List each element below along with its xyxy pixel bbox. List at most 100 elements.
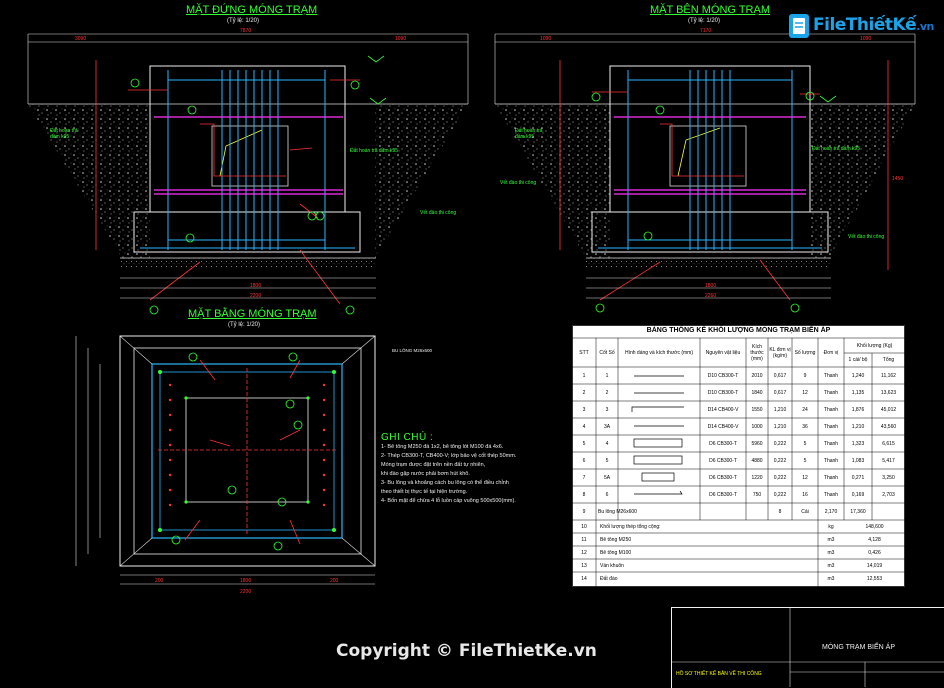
table-cell: m3 (827, 536, 835, 543)
table-cell: kg (828, 523, 834, 530)
svg-text:Vết đào thi công: Vết đào thi công (500, 180, 536, 186)
table-cell: Thanh (823, 372, 839, 379)
table-cell: 1550 (751, 406, 763, 413)
table-cell: 14 (581, 575, 587, 582)
table-cell: Thanh (823, 491, 839, 498)
table-cell: D10 CB300-T (707, 372, 739, 379)
table-cell: 5 (803, 440, 807, 447)
table-cell: Bu lông M26x600 (598, 508, 637, 515)
table-cell: Bê tông M100 (600, 549, 632, 556)
table-cell: 15 (581, 589, 587, 596)
table-cell: 1,876 (851, 406, 865, 413)
title-block-frame (671, 607, 944, 688)
note-line: 1- Bê tông M250 đá 1x2, bê tông lót M100… (381, 444, 504, 450)
svg-text:Vết đào thi công: Vết đào thi công (420, 210, 456, 216)
table-cell: 0,222 (773, 457, 787, 464)
svg-text:Đất hoàn trả: Đất hoàn trả (515, 128, 543, 134)
table-cell: 2,703 (882, 491, 895, 498)
svg-text:3090: 3090 (75, 36, 86, 42)
material-table: BẢNG THỐNG KÊ KHỐI LƯỢNG MÓNG TRẠM BIẾN … (572, 325, 905, 596)
svg-text:1800: 1800 (240, 578, 251, 584)
note-line: theo thiết bị thực tế tại hiện trường. (381, 489, 468, 495)
table-cell: 148,600 (865, 523, 884, 530)
table-cell: 5 (803, 457, 807, 464)
table-cell: 5 (605, 457, 609, 464)
table-cell: 10 (581, 523, 587, 530)
svg-text:Đất hoàn trả đầm k95: Đất hoàn trả đầm k95 (812, 146, 860, 152)
note-line: 2- Thép CB300-T, CB400-V; lớp bảo vệ cốt… (381, 453, 517, 459)
table-cell: 1840 (751, 389, 763, 396)
table-cell: 3A (603, 423, 611, 430)
table-cell: D6 CB300-T (709, 440, 737, 447)
notes-block: GHI CHÚ : 1- Bê tông M250 đá 1x2, bê tôn… (381, 432, 581, 506)
table-cell: 3,250 (882, 474, 895, 481)
table-title: BẢNG THỐNG KÊ KHỐI LƯỢNG MÓNG TRẠM BIẾN … (646, 327, 831, 334)
table-cell: 1,210 (773, 423, 787, 430)
table-cell: 1,323 (851, 440, 865, 447)
filethietke-logo: FileThiếtKế.vn (787, 10, 934, 42)
note-line: 3- Bu lông và khoảng cách bu lông có thể… (381, 480, 509, 486)
table-cell: 12 (802, 389, 808, 396)
table-cell: 0,222 (773, 440, 787, 447)
plan-view-scale: (Tỷ lệ: 1/20) (228, 322, 261, 328)
table-cell: Cái (801, 508, 809, 515)
table-cell: 1,240 (851, 372, 865, 379)
table-cell: 3 (582, 406, 586, 413)
svg-text:2260: 2260 (705, 293, 716, 299)
table-cell: 11 (581, 536, 587, 543)
svg-text:1090: 1090 (860, 36, 871, 42)
table-cell: 2 (582, 389, 586, 396)
front-view-title: MẶT ĐỨNG MÓNG TRẠM (186, 4, 318, 16)
table-cell: 12,553 (866, 575, 883, 582)
table-cell: 4 (605, 440, 609, 447)
table-cell: D6 CB300-T (709, 491, 737, 498)
table-cell: 6 (582, 457, 586, 464)
table-cell: Khối lượng thép tổng cộng: (600, 523, 661, 530)
table-header-cell: STT (579, 349, 589, 356)
front-view-scale: (Tỷ lệ: 1/20) (227, 18, 260, 24)
table-cell: 4 (582, 423, 586, 430)
note-line: 4- Bốn mặt để chừa 4 lỗ luồn cáp vuông 5… (381, 498, 516, 504)
table-cell: 1,210 (773, 406, 787, 413)
table-cell: 5960 (751, 440, 763, 447)
table-cell: 1 (582, 372, 586, 379)
svg-text:1800: 1800 (705, 283, 716, 289)
table-cell: Thanh (823, 474, 839, 481)
table-cell: m3 (827, 575, 835, 582)
table-cell: Thanh (823, 389, 839, 396)
table-cell: 12 (802, 474, 808, 481)
table-cell: 14,019 (866, 562, 883, 569)
svg-text:1090: 1090 (540, 36, 551, 42)
svg-text:Đất hoàn trả: Đất hoàn trả (50, 128, 78, 134)
table-cell: 4880 (751, 457, 763, 464)
table-header-cell: Tổng (882, 357, 895, 363)
table-cell: 13 (581, 562, 587, 569)
table-cell: Thanh (823, 457, 839, 464)
table-cell: D10 CB300-T (707, 389, 739, 396)
svg-text:2200: 2200 (240, 589, 251, 595)
note-line: Móng trạm được đặt trên nền đất tự nhiên… (381, 462, 486, 468)
table-cell: Thanh (823, 406, 839, 413)
project-stage-label: HỒ SƠ THIẾT KẾ BẢN VẼ THI CÔNG (676, 671, 762, 677)
table-header-cell: Kích thước (mm) (750, 343, 764, 362)
table-cell: 36 (802, 423, 808, 430)
table-cell: D6 CB300-T (709, 457, 737, 464)
table-header-cell: KL đơn vị (kg/m) (769, 346, 791, 359)
table-cell: 9 (582, 508, 586, 515)
table-cell: 45,012 (880, 406, 897, 413)
table-header-cell: Cốt Số (599, 349, 615, 356)
table-cell: 8 (582, 491, 586, 498)
table-cell: m3 (827, 549, 835, 556)
drawing-title: MÓNG TRẠM BIẾN ÁP (822, 644, 895, 651)
table-cell: Đất đắp (600, 589, 618, 596)
svg-text:7870: 7870 (240, 28, 251, 34)
table-cell: 1,135 (851, 389, 865, 396)
svg-text:1090: 1090 (395, 36, 406, 42)
table-cell: Ván khuôn (600, 562, 624, 569)
plan-view-title: MẶT BẰNG MÓNG TRẠM (188, 308, 317, 320)
svg-text:Đất hoàn trả đầm k95: Đất hoàn trả đầm k95 (350, 148, 398, 154)
svg-text:200: 200 (155, 578, 164, 584)
